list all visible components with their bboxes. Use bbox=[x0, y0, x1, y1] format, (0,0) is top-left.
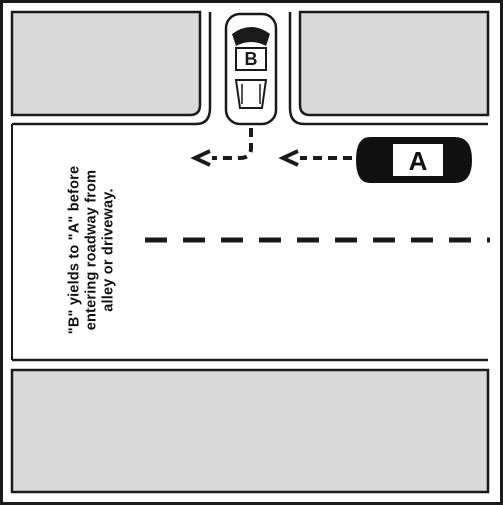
vehicle-a: A bbox=[356, 137, 472, 183]
caption-line-2: entering roadway from bbox=[83, 169, 100, 331]
vehicle-b-path-arrow bbox=[190, 128, 253, 167]
vehicle-a-arrowhead bbox=[278, 149, 299, 167]
vehicle-b-roof bbox=[235, 47, 267, 71]
yield-caption: "B" yields to "A" before entering roadwa… bbox=[67, 135, 118, 365]
vehicle-a-path-arrow bbox=[278, 149, 352, 167]
top-left-block bbox=[10, 10, 202, 117]
bottom-block bbox=[10, 368, 490, 494]
vehicle-b-arrowhead bbox=[190, 149, 211, 167]
caption-line-3: alley or driveway. bbox=[100, 188, 117, 312]
top-right-block bbox=[298, 10, 490, 117]
vehicle-b-hood bbox=[234, 79, 268, 109]
vehicle-b: B bbox=[224, 12, 278, 126]
caption-line-1: "B" yields to "A" before bbox=[66, 165, 83, 335]
vehicle-b-path-line bbox=[212, 128, 253, 160]
vehicle-a-label: A bbox=[409, 146, 428, 176]
roadway-top-edge-right bbox=[288, 107, 488, 126]
vehicle-a-roof bbox=[391, 142, 445, 178]
vehicle-b-windshield bbox=[232, 27, 270, 46]
roadway-top-edge-left bbox=[12, 107, 212, 126]
vehicle-b-label: B bbox=[245, 49, 258, 69]
